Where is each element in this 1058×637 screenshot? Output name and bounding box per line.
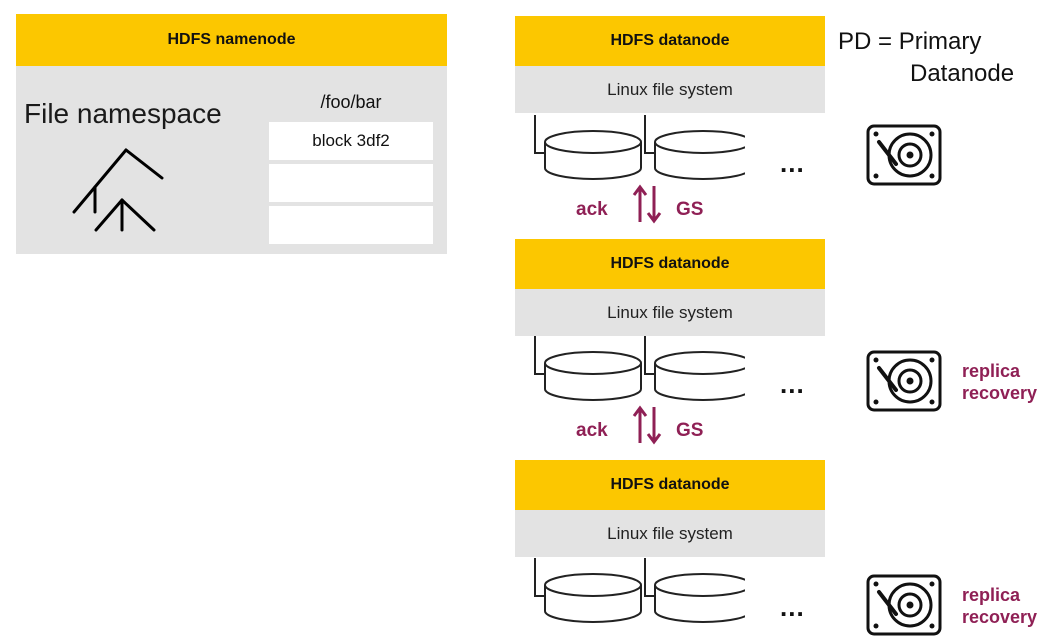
block-cell: block 3df2	[269, 122, 433, 160]
path-label: /foo/bar	[320, 92, 382, 112]
replica-label: replica	[962, 585, 1021, 605]
ack-gs-arrows	[632, 405, 662, 445]
fs-label: Linux file system	[515, 289, 825, 336]
namespace-label: File namespace	[24, 98, 222, 129]
legend-line1: PD = Primary	[838, 28, 982, 55]
hard-drive-icon	[866, 574, 942, 636]
namenode-box: HDFS namenode File namespace /foo/bar bl…	[16, 14, 447, 254]
replica-recovery-label: replica recovery	[962, 584, 1037, 628]
recovery-label: recovery	[962, 383, 1038, 403]
ack-gs-arrows	[632, 184, 662, 224]
datanode-title: HDFS datanode	[515, 16, 825, 66]
fs-label: Linux file system	[515, 510, 825, 557]
legend-line2: Datanode	[910, 60, 1015, 87]
block-cell	[269, 164, 433, 202]
datanode-title: HDFS datanode	[515, 239, 825, 289]
ellipsis: ...	[780, 369, 805, 399]
replica-recovery-label: replica recovery	[962, 360, 1037, 404]
datanode-title: HDFS datanode	[515, 460, 825, 510]
hard-drive-icon	[866, 124, 942, 186]
ack-label: ack	[576, 199, 608, 220]
namenode-title: HDFS namenode	[16, 14, 447, 66]
tree-icon	[72, 148, 164, 232]
gs-label: GS	[676, 420, 704, 441]
hard-drive-icon	[866, 350, 942, 412]
legend: PD = Primary Datanode	[838, 26, 1014, 90]
ellipsis: ...	[780, 148, 805, 178]
ellipsis: ...	[780, 592, 805, 622]
gs-label: GS	[676, 199, 704, 220]
recovery-label: recovery	[962, 607, 1038, 627]
ack-label: ack	[576, 420, 608, 441]
disk-icon	[534, 115, 745, 180]
block-cell	[269, 206, 433, 244]
disk-icon	[534, 336, 745, 401]
replica-label: replica	[962, 361, 1021, 381]
fs-label: Linux file system	[515, 66, 825, 113]
disk-icon	[534, 558, 745, 623]
